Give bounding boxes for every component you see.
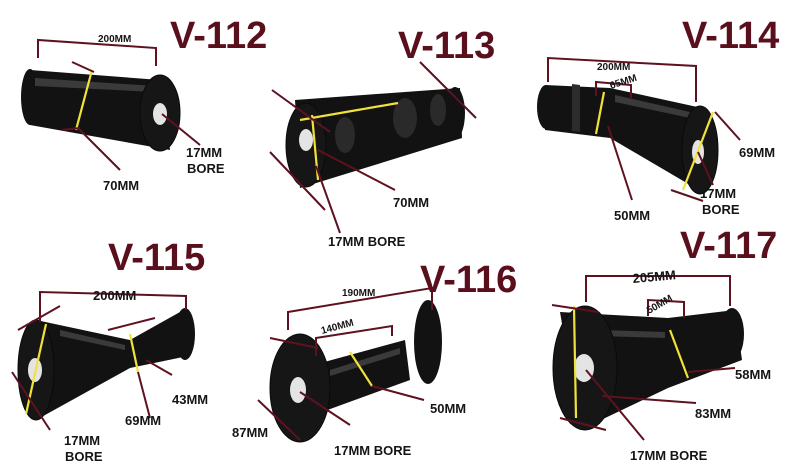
length-label: 200MM [597,62,630,73]
length-label: 200MM [98,34,131,45]
bore-label: 17MM BORE [328,234,406,249]
bore-label: 17MM BORE [334,443,412,458]
inner-label: 50MM [645,293,675,316]
center-label: 50MM [614,208,650,223]
end-label: 83MM [695,406,731,421]
roller-v116 [257,286,442,443]
roller-v117 [551,275,744,441]
model-title: V-117 [680,225,777,267]
roller-v114 [537,56,741,202]
diameter-label: 70MM [103,178,139,193]
flange-label: 87MM [232,425,268,440]
bore-label-2: BORE [65,449,103,464]
model-title: V-112 [170,15,267,57]
length-label: 200MM [93,288,136,303]
center-label: 58MM [735,367,771,382]
bore-label-2: BORE [702,202,740,217]
length-label: 190MM [342,288,375,299]
center-label: 50MM [430,401,466,416]
model-title: V-115 [108,237,205,279]
bore-label: 17MM BORE [630,448,708,463]
roller-v112 [21,38,201,171]
inner-label: 65MM [609,73,639,92]
center-label: 43MM [172,392,208,407]
bore-label: 17MM [64,433,100,448]
model-title: V-113 [398,25,495,67]
model-title: V-116 [420,259,517,301]
bore-label: 17MM [700,186,736,201]
end-label: 69MM [739,145,775,160]
length-label: 205MM [632,267,677,286]
model-title: V-114 [682,15,779,57]
bore-label-2: BORE [187,161,225,176]
end-label: 69MM [125,413,161,428]
roller-v113 [269,61,477,234]
bore-label: 17MM [186,145,222,160]
diameter-label: 70MM [393,195,429,210]
roller-v115 [11,290,195,431]
